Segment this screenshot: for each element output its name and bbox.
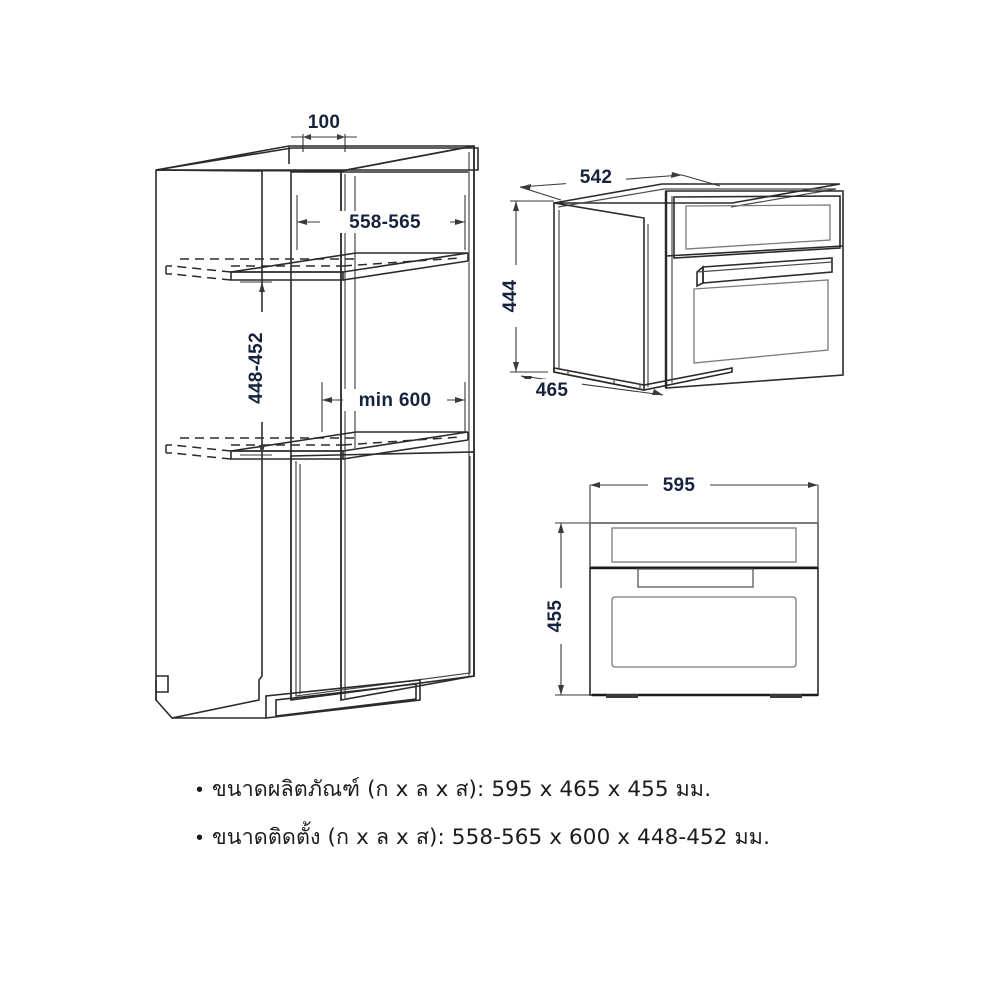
cabinet-plinth xyxy=(155,679,421,719)
dim-body-depth: 465 xyxy=(520,375,664,401)
bullet-icon: • xyxy=(196,827,204,849)
oven-iso-front-face xyxy=(665,190,844,389)
dim-label-444: 444 xyxy=(500,280,521,313)
cabinet-lower-shelf xyxy=(165,431,469,460)
caption-installation-size-text: ขนาดติดตั้ง (ก x ล x ส): 558-565 x 600 x… xyxy=(212,825,770,850)
oven-front-door-window xyxy=(611,596,797,668)
dim-label-595: 595 xyxy=(663,475,696,496)
dim-cutout-height: 448-452 xyxy=(240,281,274,456)
oven-front-view: 595 455 xyxy=(545,474,819,698)
dim-cutout-depth: min 600 xyxy=(321,382,466,432)
bullet-icon: • xyxy=(196,779,204,801)
dim-body-width: 542 xyxy=(519,166,721,201)
caption-list: • ขนาดผลิตภัณฑ์ (ก x ล x ส): 595 x 465 x… xyxy=(196,772,896,868)
caption-item-product-size: • ขนาดผลิตภัณฑ์ (ก x ล x ส): 595 x 465 x… xyxy=(196,772,896,806)
dim-front-width: 595 xyxy=(589,474,819,528)
caption-item-installation-size: • ขนาดติดตั้ง (ก x ล x ส): 558-565 x 600… xyxy=(196,820,896,854)
dim-label-100: 100 xyxy=(308,112,341,133)
dim-body-height: 444 xyxy=(500,200,554,373)
oven-iso-control-panel xyxy=(673,195,841,259)
dim-label-min-600: min 600 xyxy=(359,390,432,411)
cabinet-upper-shelf xyxy=(165,252,469,281)
oven-front-foot-left xyxy=(606,694,638,698)
oven-iso-left-face xyxy=(553,202,645,391)
oven-iso-display-window xyxy=(685,204,831,250)
cabinet-top-face xyxy=(155,145,475,172)
cabinet-cutout-view: 100 xyxy=(155,112,479,719)
oven-front-body xyxy=(589,522,819,696)
dim-label-455: 455 xyxy=(545,600,566,633)
dim-label-558-565: 558-565 xyxy=(349,212,421,233)
oven-front-handle xyxy=(637,568,754,588)
dim-label-465: 465 xyxy=(536,380,569,401)
dim-cutout-width: 558-565 xyxy=(296,195,466,250)
caption-product-size-text: ขนาดผลิตภัณฑ์ (ก x ล x ส): 595 x 465 x 4… xyxy=(212,777,712,802)
oven-front-display-window xyxy=(611,527,797,563)
dim-label-542: 542 xyxy=(580,167,613,188)
oven-iso-top-face xyxy=(553,183,841,204)
dim-panel-thickness: 100 xyxy=(291,112,357,152)
oven-isometric-view: 542 444 465 xyxy=(500,166,844,401)
dim-label-448-452: 448-452 xyxy=(246,332,267,404)
dim-front-height: 455 xyxy=(545,522,592,696)
oven-iso-door-window xyxy=(693,279,829,364)
oven-front-foot-right xyxy=(770,694,802,698)
cabinet-lower-door xyxy=(290,451,475,701)
oven-front-control-panel xyxy=(589,522,819,568)
